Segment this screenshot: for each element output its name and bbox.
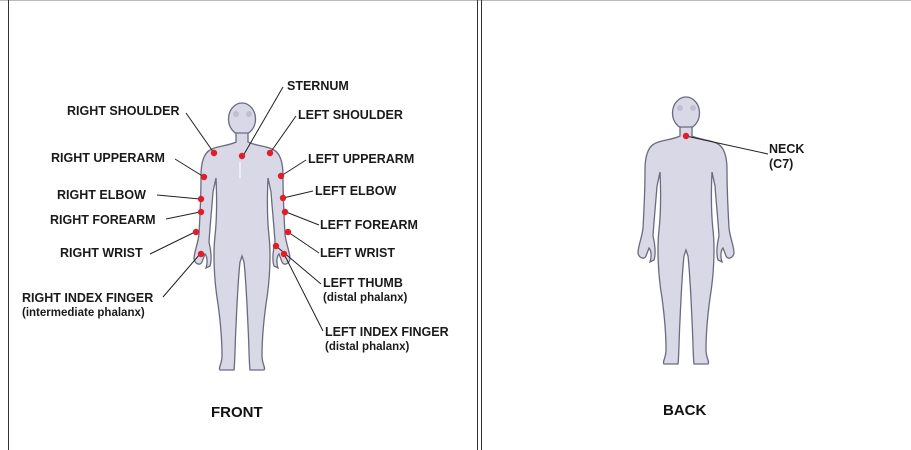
leader-left-upperarm: [281, 160, 306, 176]
leader-right-forearm: [166, 212, 200, 219]
back-caption: BACK: [663, 402, 706, 419]
leader-left-wrist: [288, 232, 319, 253]
marker-left-shoulder: [267, 150, 273, 156]
marker-left-upperarm: [278, 173, 284, 179]
label-sternum: STERNUM: [287, 79, 349, 94]
label-left-upperarm: LEFT UPPERARM: [308, 152, 414, 167]
label-right-shoulder: RIGHT SHOULDER: [67, 104, 180, 119]
label-left-thumb: LEFT THUMB (distal phalanx): [323, 276, 407, 306]
label-left-index-finger-title: LEFT INDEX FINGER: [325, 325, 449, 340]
label-left-shoulder: LEFT SHOULDER: [298, 108, 403, 123]
label-neck-title: NECK: [769, 142, 804, 157]
label-left-index-finger-sub: (distal phalanx): [325, 340, 449, 355]
label-left-thumb-title: LEFT THUMB: [323, 276, 407, 291]
marker-left-index-finger: [281, 251, 287, 257]
leader-right-index: [163, 254, 200, 297]
marker-left-wrist: [285, 229, 291, 235]
label-right-upperarm: RIGHT UPPERARM: [51, 151, 165, 166]
leader-right-upperarm: [175, 159, 204, 177]
leader-left-forearm: [286, 212, 319, 225]
label-right-elbow: RIGHT ELBOW: [57, 188, 146, 203]
leader-right-wrist: [150, 232, 195, 254]
label-neck: NECK (C7): [769, 142, 804, 172]
label-left-thumb-sub: (distal phalanx): [323, 291, 407, 306]
leader-left-elbow: [283, 191, 313, 198]
label-right-wrist: RIGHT WRIST: [60, 246, 143, 261]
marker-right-elbow: [198, 196, 204, 202]
marker-sternum: [239, 153, 245, 159]
marker-right-upperarm: [201, 174, 207, 180]
marker-right-shoulder: [211, 150, 217, 156]
marker-right-forearm: [198, 209, 204, 215]
label-left-wrist: LEFT WRIST: [320, 246, 395, 261]
label-right-index-finger: RIGHT INDEX FINGER (intermediate phalanx…: [22, 291, 153, 321]
marker-left-forearm: [282, 209, 288, 215]
label-neck-sub: (C7): [769, 157, 804, 172]
leader-left-index: [284, 254, 323, 331]
label-right-index-finger-title: RIGHT INDEX FINGER: [22, 291, 153, 306]
label-left-elbow: LEFT ELBOW: [315, 184, 396, 199]
marker-right-wrist: [193, 229, 199, 235]
leader-right-shoulder: [186, 113, 214, 153]
front-caption: FRONT: [211, 404, 263, 421]
marker-left-elbow: [280, 195, 286, 201]
label-right-forearm: RIGHT FOREARM: [50, 213, 156, 228]
label-right-index-finger-sub: (intermediate phalanx): [22, 306, 153, 321]
front-body-figure: [194, 103, 290, 370]
label-left-index-finger: LEFT INDEX FINGER (distal phalanx): [325, 325, 449, 355]
marker-left-thumb: [273, 243, 279, 249]
marker-neck: [683, 133, 689, 139]
label-left-forearm: LEFT FOREARM: [320, 218, 418, 233]
leader-left-shoulder: [270, 116, 296, 153]
leader-right-elbow: [157, 195, 200, 199]
marker-right-index-finger: [198, 251, 204, 257]
